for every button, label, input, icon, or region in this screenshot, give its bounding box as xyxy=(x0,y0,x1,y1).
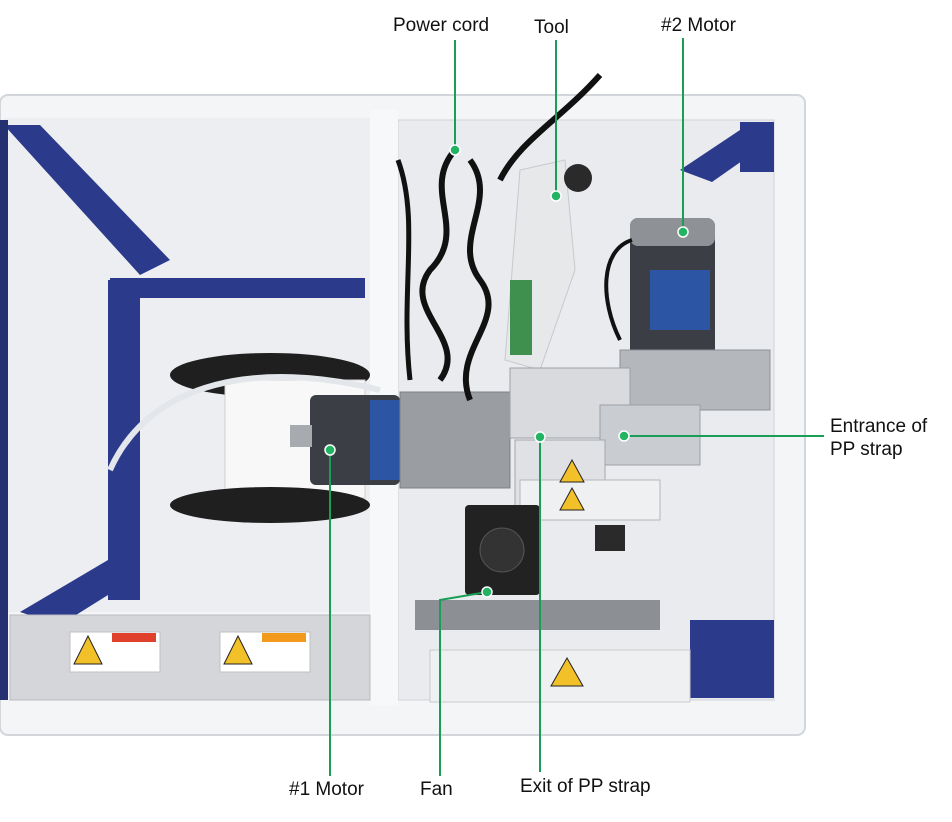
label-power-cord: Power cord xyxy=(393,15,490,36)
tool-pcb xyxy=(510,280,532,355)
strap-head-mount xyxy=(619,349,771,411)
motor-2-cap xyxy=(630,218,715,246)
warning-sticker-tag-right xyxy=(262,633,306,642)
terminal-block xyxy=(595,525,625,551)
power-cord-bundle xyxy=(419,73,603,402)
motor-2-cable xyxy=(604,238,633,341)
label-exit-pp-strap: Exit of PP strap xyxy=(520,776,651,797)
warning-triangle-icon xyxy=(559,486,585,511)
side-cable xyxy=(395,159,413,381)
motor-1-gearbox xyxy=(399,391,511,489)
motor-1-shaft xyxy=(290,425,312,447)
callout-dot-power-cord xyxy=(449,144,461,156)
callout-line-fan xyxy=(439,591,488,776)
strap-head-shelf xyxy=(519,479,661,521)
strap-tube xyxy=(107,374,381,472)
callout-dot-motor-1 xyxy=(324,444,336,456)
callout-dot-motor-2 xyxy=(677,226,689,238)
frame-post-right-bottom xyxy=(690,620,774,698)
frame-beam-right-top xyxy=(680,130,772,182)
motor-2-label-band xyxy=(650,270,710,330)
bottom-right-plate xyxy=(429,649,691,703)
label-fan: Fan xyxy=(420,779,453,800)
bottom-panel xyxy=(9,614,371,701)
frame-beam-diagonal xyxy=(4,125,170,275)
warning-triangle-icon xyxy=(559,458,585,483)
callout-dot-fan xyxy=(481,586,493,598)
label-motor-2: #2 Motor xyxy=(661,15,736,36)
frame-beam-horizontal xyxy=(110,278,365,298)
label-tool: Tool xyxy=(534,17,569,38)
warning-sticker-tag-left xyxy=(112,633,156,642)
callout-dot-entrance-pp-strap xyxy=(618,430,630,442)
warning-triangle-icon xyxy=(223,634,253,665)
callout-dot-exit-pp-strap xyxy=(534,431,546,443)
frame-beam-lower xyxy=(20,560,140,625)
reel-front-flange xyxy=(170,487,370,523)
callout-layer xyxy=(324,38,824,776)
cable-tray xyxy=(415,600,660,630)
label-motor-1: #1 Motor xyxy=(289,779,364,800)
warning-triangle-icon xyxy=(550,656,584,687)
fan-hub xyxy=(479,527,525,573)
frame-edge-left xyxy=(0,120,8,700)
warning-triangle-icon xyxy=(73,634,103,665)
plug xyxy=(564,164,592,192)
callout-dot-tool xyxy=(550,190,562,202)
label-entrance-pp-strap: Entrance of PP strap xyxy=(830,416,928,460)
